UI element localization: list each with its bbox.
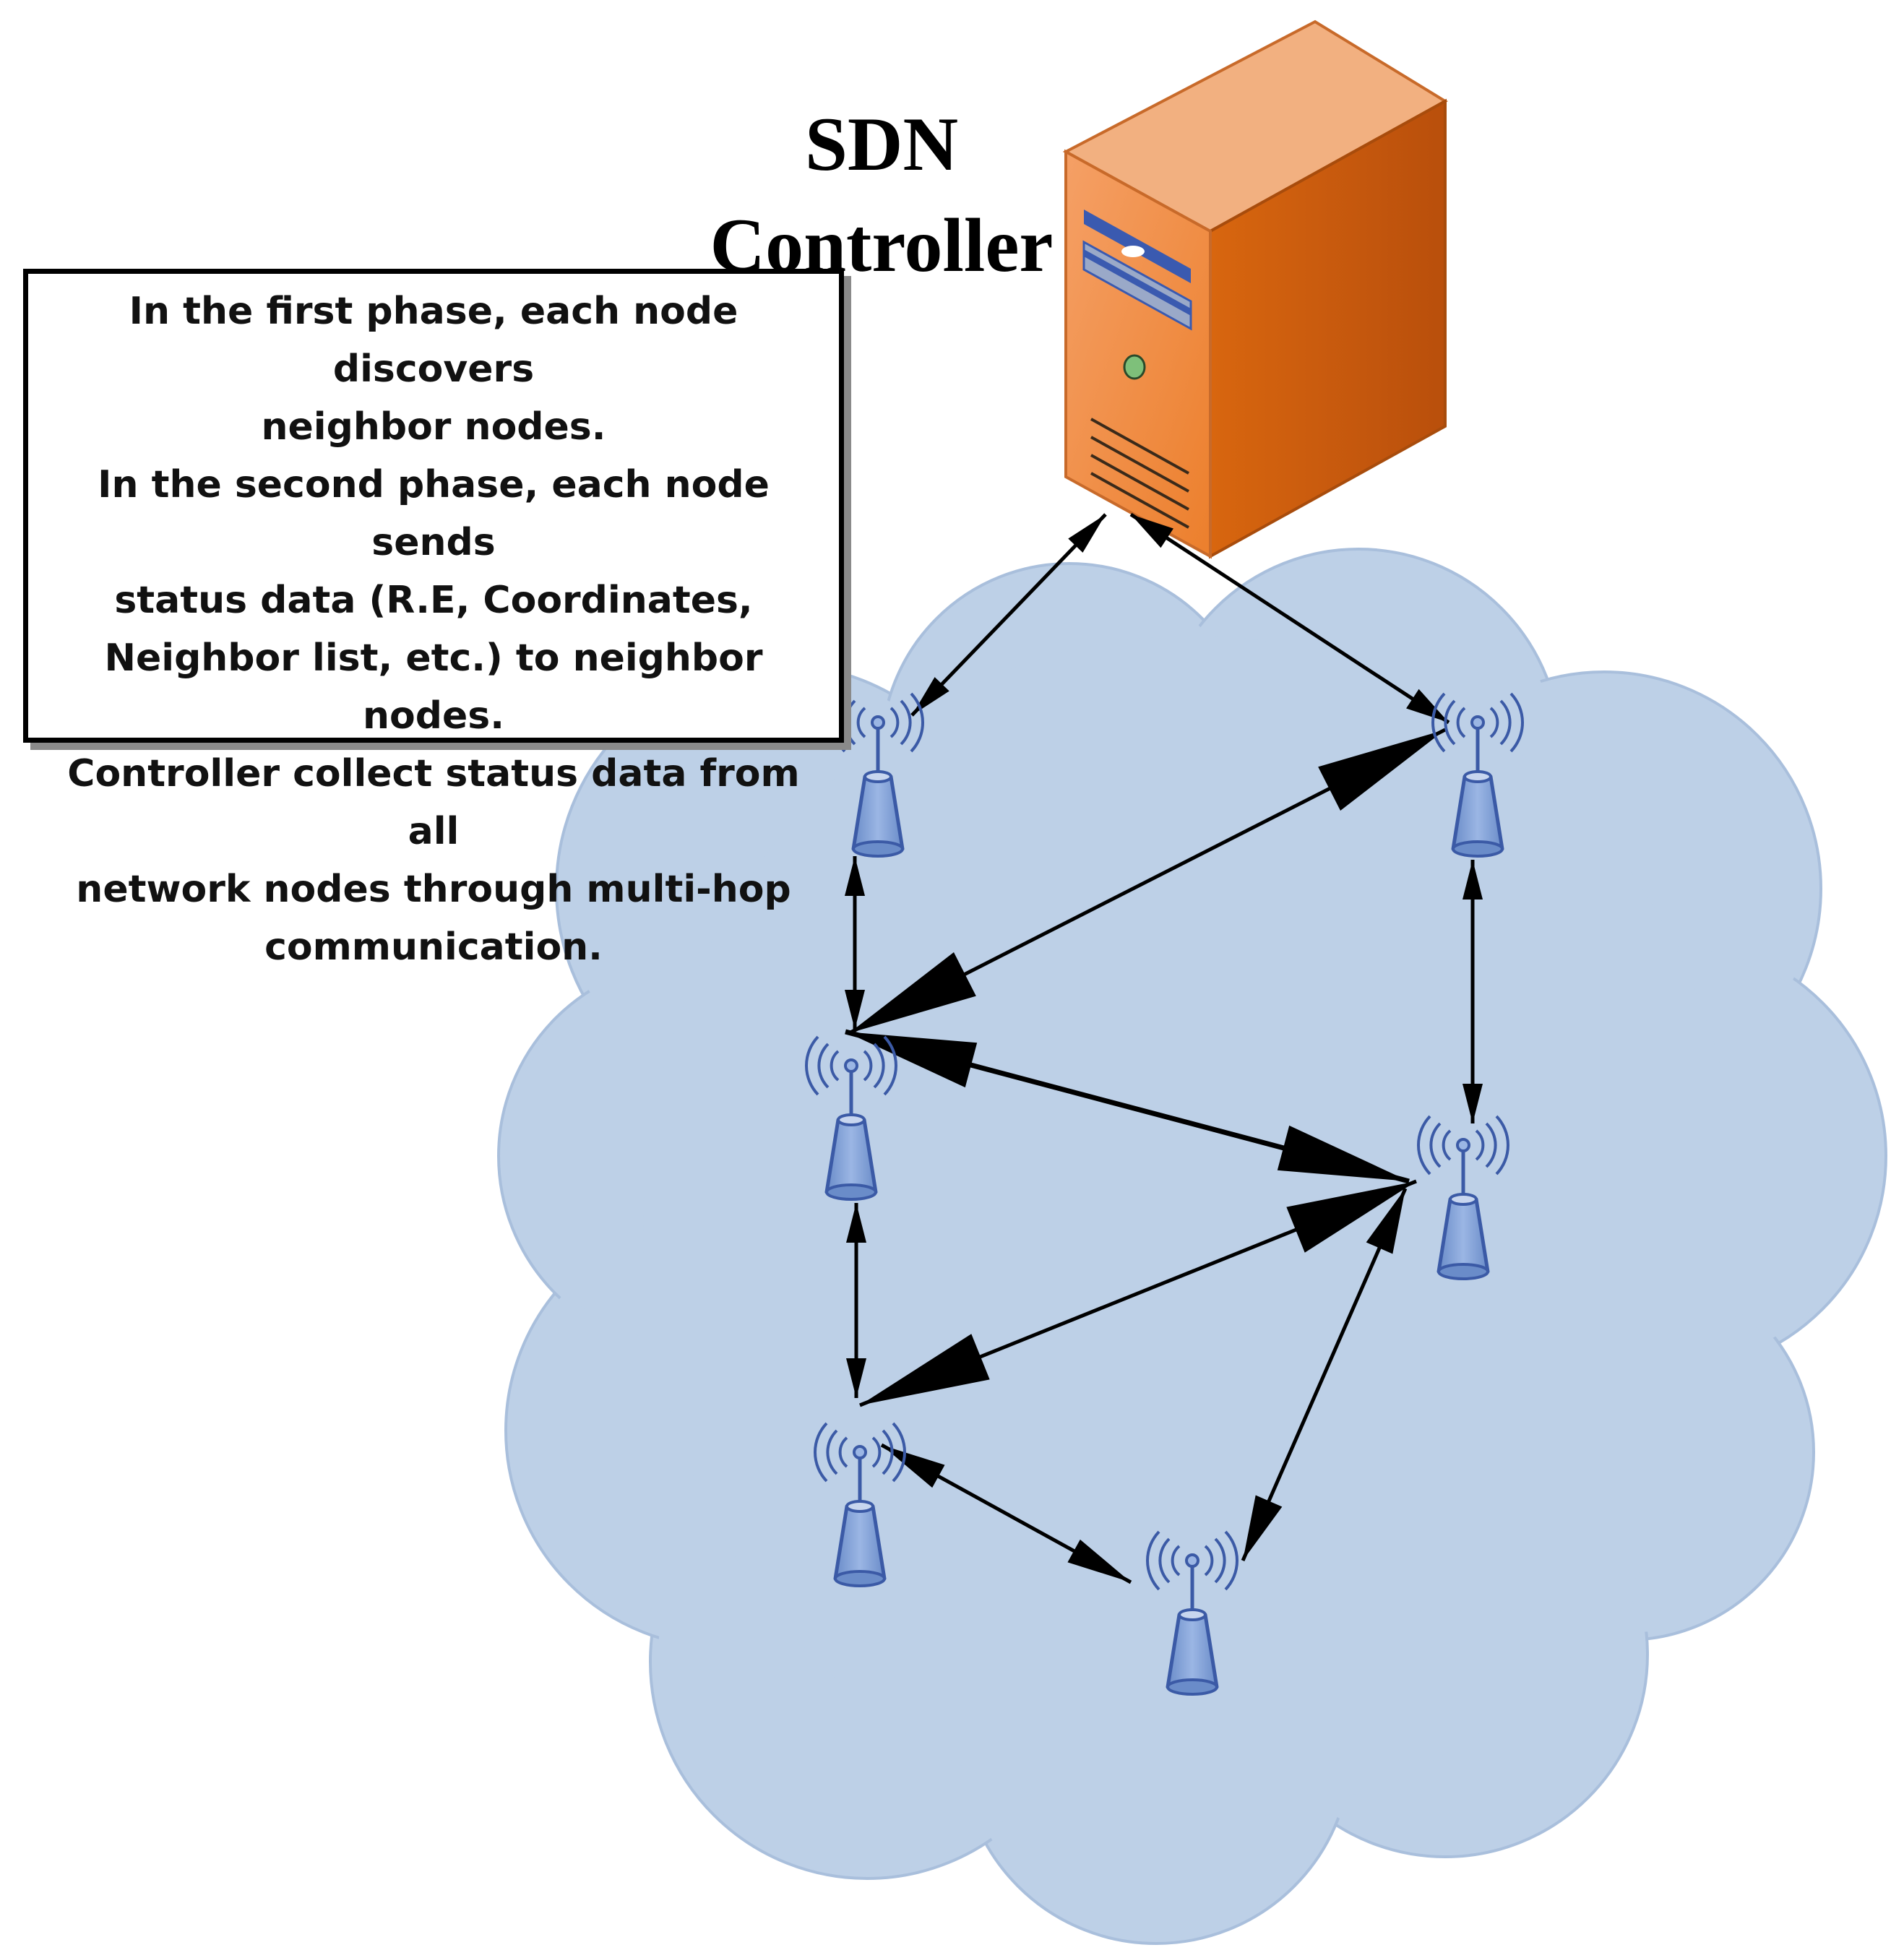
- link-arrow: [1129, 512, 1450, 725]
- arrow-head: [846, 1203, 866, 1243]
- description-line: Controller collect status data from all: [67, 752, 800, 853]
- arrow-head: [849, 952, 976, 1033]
- link-arrow: [845, 1029, 1410, 1184]
- link-arrow: [859, 1179, 1417, 1407]
- server-tower-icon: [1062, 20, 1448, 559]
- description-line: neighbor nodes.: [261, 405, 606, 449]
- arrow-head: [882, 1445, 945, 1488]
- description-line: In the first phase, each node discovers: [129, 290, 738, 391]
- description-line: communication.: [264, 926, 603, 969]
- links: [845, 512, 1483, 1584]
- arrow-head: [1277, 1125, 1409, 1181]
- description-line: Neighbor list, etc.) to neighbor nodes.: [104, 637, 763, 738]
- arrow-head: [1067, 1539, 1131, 1582]
- arrow-head: [860, 1334, 990, 1405]
- arrow-head: [1463, 1084, 1483, 1123]
- arrow-head: [1068, 514, 1106, 553]
- title-line-1: SDN: [804, 102, 959, 186]
- description-line: status data (R.E, Coordinates,: [114, 579, 753, 622]
- link-arrow: [845, 856, 865, 1030]
- link-line: [1129, 512, 1450, 725]
- link-arrow: [1241, 1187, 1408, 1562]
- link-arrow: [846, 1203, 866, 1398]
- arrow-head: [845, 856, 865, 896]
- arrow-head: [1406, 689, 1449, 722]
- arrow-head: [845, 990, 865, 1030]
- arrow-head: [1286, 1181, 1416, 1253]
- link-arrow: [880, 1443, 1132, 1584]
- link-line: [1241, 1187, 1408, 1562]
- arrow-head: [846, 1358, 866, 1398]
- description-line: network nodes through multi-hop: [76, 868, 791, 911]
- arrow-head: [1243, 1495, 1283, 1561]
- arrow-head: [1366, 1188, 1405, 1254]
- link-line: [910, 513, 1107, 717]
- description-line: In the second phase, each node sends: [98, 463, 770, 564]
- arrow-head: [845, 1032, 978, 1088]
- arrow-head: [1131, 514, 1173, 548]
- arrow-head: [912, 677, 949, 715]
- arrow-head: [1318, 730, 1445, 811]
- link-arrow: [910, 513, 1107, 717]
- link-arrow: [1463, 860, 1483, 1123]
- description-box: In the first phase, each node discovers …: [23, 269, 844, 969]
- arrow-head: [1463, 860, 1483, 899]
- link-arrow: [848, 728, 1447, 1035]
- page-title: SDN Controller: [679, 94, 1084, 296]
